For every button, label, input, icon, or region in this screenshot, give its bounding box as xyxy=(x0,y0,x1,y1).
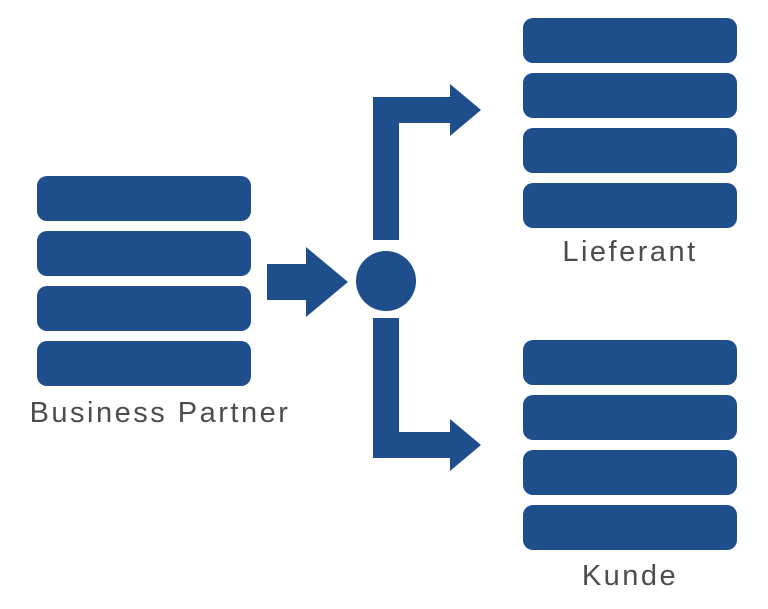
node-label-business-partner: Business Partner xyxy=(29,397,291,429)
elbow-arrow-up-right-icon xyxy=(373,84,481,240)
db-bar xyxy=(523,128,737,173)
arrow-right-icon xyxy=(267,247,348,317)
db-bar xyxy=(37,231,251,276)
db-bar xyxy=(523,395,737,440)
db-bar xyxy=(523,18,737,63)
db-bar xyxy=(37,341,251,386)
db-bar xyxy=(523,340,737,385)
db-bar xyxy=(37,176,251,221)
elbow-arrow-down-right-icon xyxy=(373,318,481,471)
hub-circle-icon xyxy=(356,251,416,311)
node-label-kunde: Kunde xyxy=(581,560,679,592)
db-bar xyxy=(523,505,737,550)
db-bar xyxy=(523,73,737,118)
db-bar xyxy=(37,286,251,331)
db-bar xyxy=(523,450,737,495)
db-bar xyxy=(523,183,737,228)
node-lieferant-stack xyxy=(523,18,737,228)
node-kunde-stack xyxy=(523,340,737,550)
node-business-partner-stack xyxy=(37,176,251,386)
node-label-lieferant: Lieferant xyxy=(562,236,698,268)
